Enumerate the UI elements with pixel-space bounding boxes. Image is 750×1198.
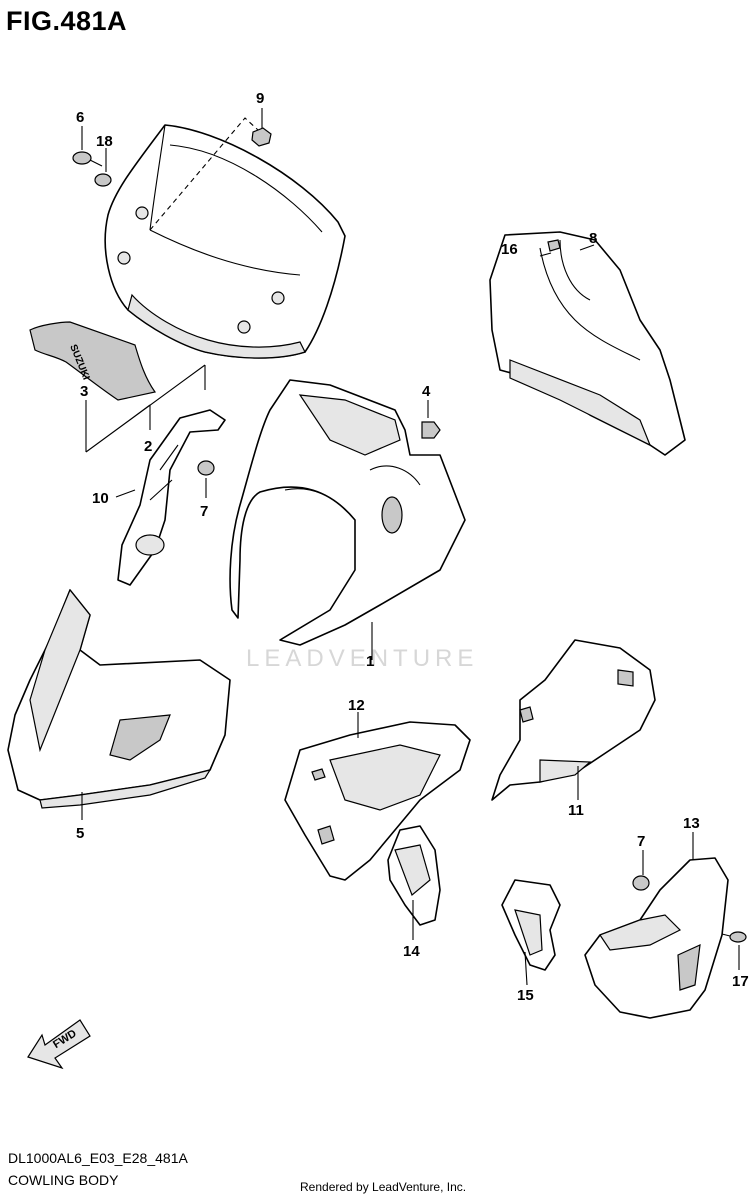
callout-11: 11: [568, 802, 584, 819]
callout-9: 9: [256, 90, 264, 107]
callout-7-left: 7: [200, 503, 208, 520]
bracket-14-part: [387, 825, 441, 926]
side-cover-13-part: [584, 857, 729, 1019]
screw-6-part: [72, 151, 103, 167]
nut-7-left-part: [197, 460, 215, 476]
callout-12: 12: [348, 697, 365, 714]
clip-4-part: [421, 421, 441, 439]
callout-10: 10: [92, 490, 109, 507]
footer-credit: Rendered by LeadVenture, Inc.: [300, 1180, 467, 1194]
fwd-arrow-icon: FWD: [27, 1019, 91, 1070]
windscreen-part: [104, 117, 346, 359]
inner-cover-11-part: [491, 639, 656, 801]
upper-cowl-1-part: [229, 379, 466, 646]
decal-3-part: SUZUKI: [29, 321, 157, 401]
bracket-10-part: [117, 409, 226, 586]
inner-panel-8-part: [489, 231, 686, 456]
figure-title: FIG.481A: [6, 6, 128, 36]
bracket-15-part: [501, 879, 561, 971]
screw-17-part: [721, 931, 747, 943]
callout-4: 4: [422, 383, 431, 400]
callout-15: 15: [517, 987, 534, 1004]
callout-6: 6: [76, 109, 84, 126]
beak-5-part: [7, 588, 231, 809]
callout-1: 1: [366, 653, 374, 670]
callout-5: 5: [76, 825, 84, 842]
footer-diagram-code: DL1000AL6_E03_E28_481A: [8, 1150, 188, 1166]
footer-diagram-name: COWLING BODY: [8, 1172, 119, 1188]
callout-3: 3: [80, 383, 88, 400]
callout-13: 13: [683, 815, 700, 832]
callout-2: 2: [144, 438, 152, 455]
side-panel-12-part: [284, 721, 471, 881]
watermark: LEADVENTURE: [246, 645, 479, 672]
callout-18: 18: [96, 133, 113, 150]
callout-16: 16: [501, 241, 518, 258]
callout-7-right: 7: [637, 833, 645, 850]
nut-7-right-part: [632, 875, 650, 891]
callout-14: 14: [403, 943, 420, 960]
callout-17: 17: [732, 973, 749, 990]
grommet-18-part: [94, 173, 112, 187]
callout-8: 8: [589, 230, 597, 247]
bolt-9-part: [251, 127, 272, 147]
